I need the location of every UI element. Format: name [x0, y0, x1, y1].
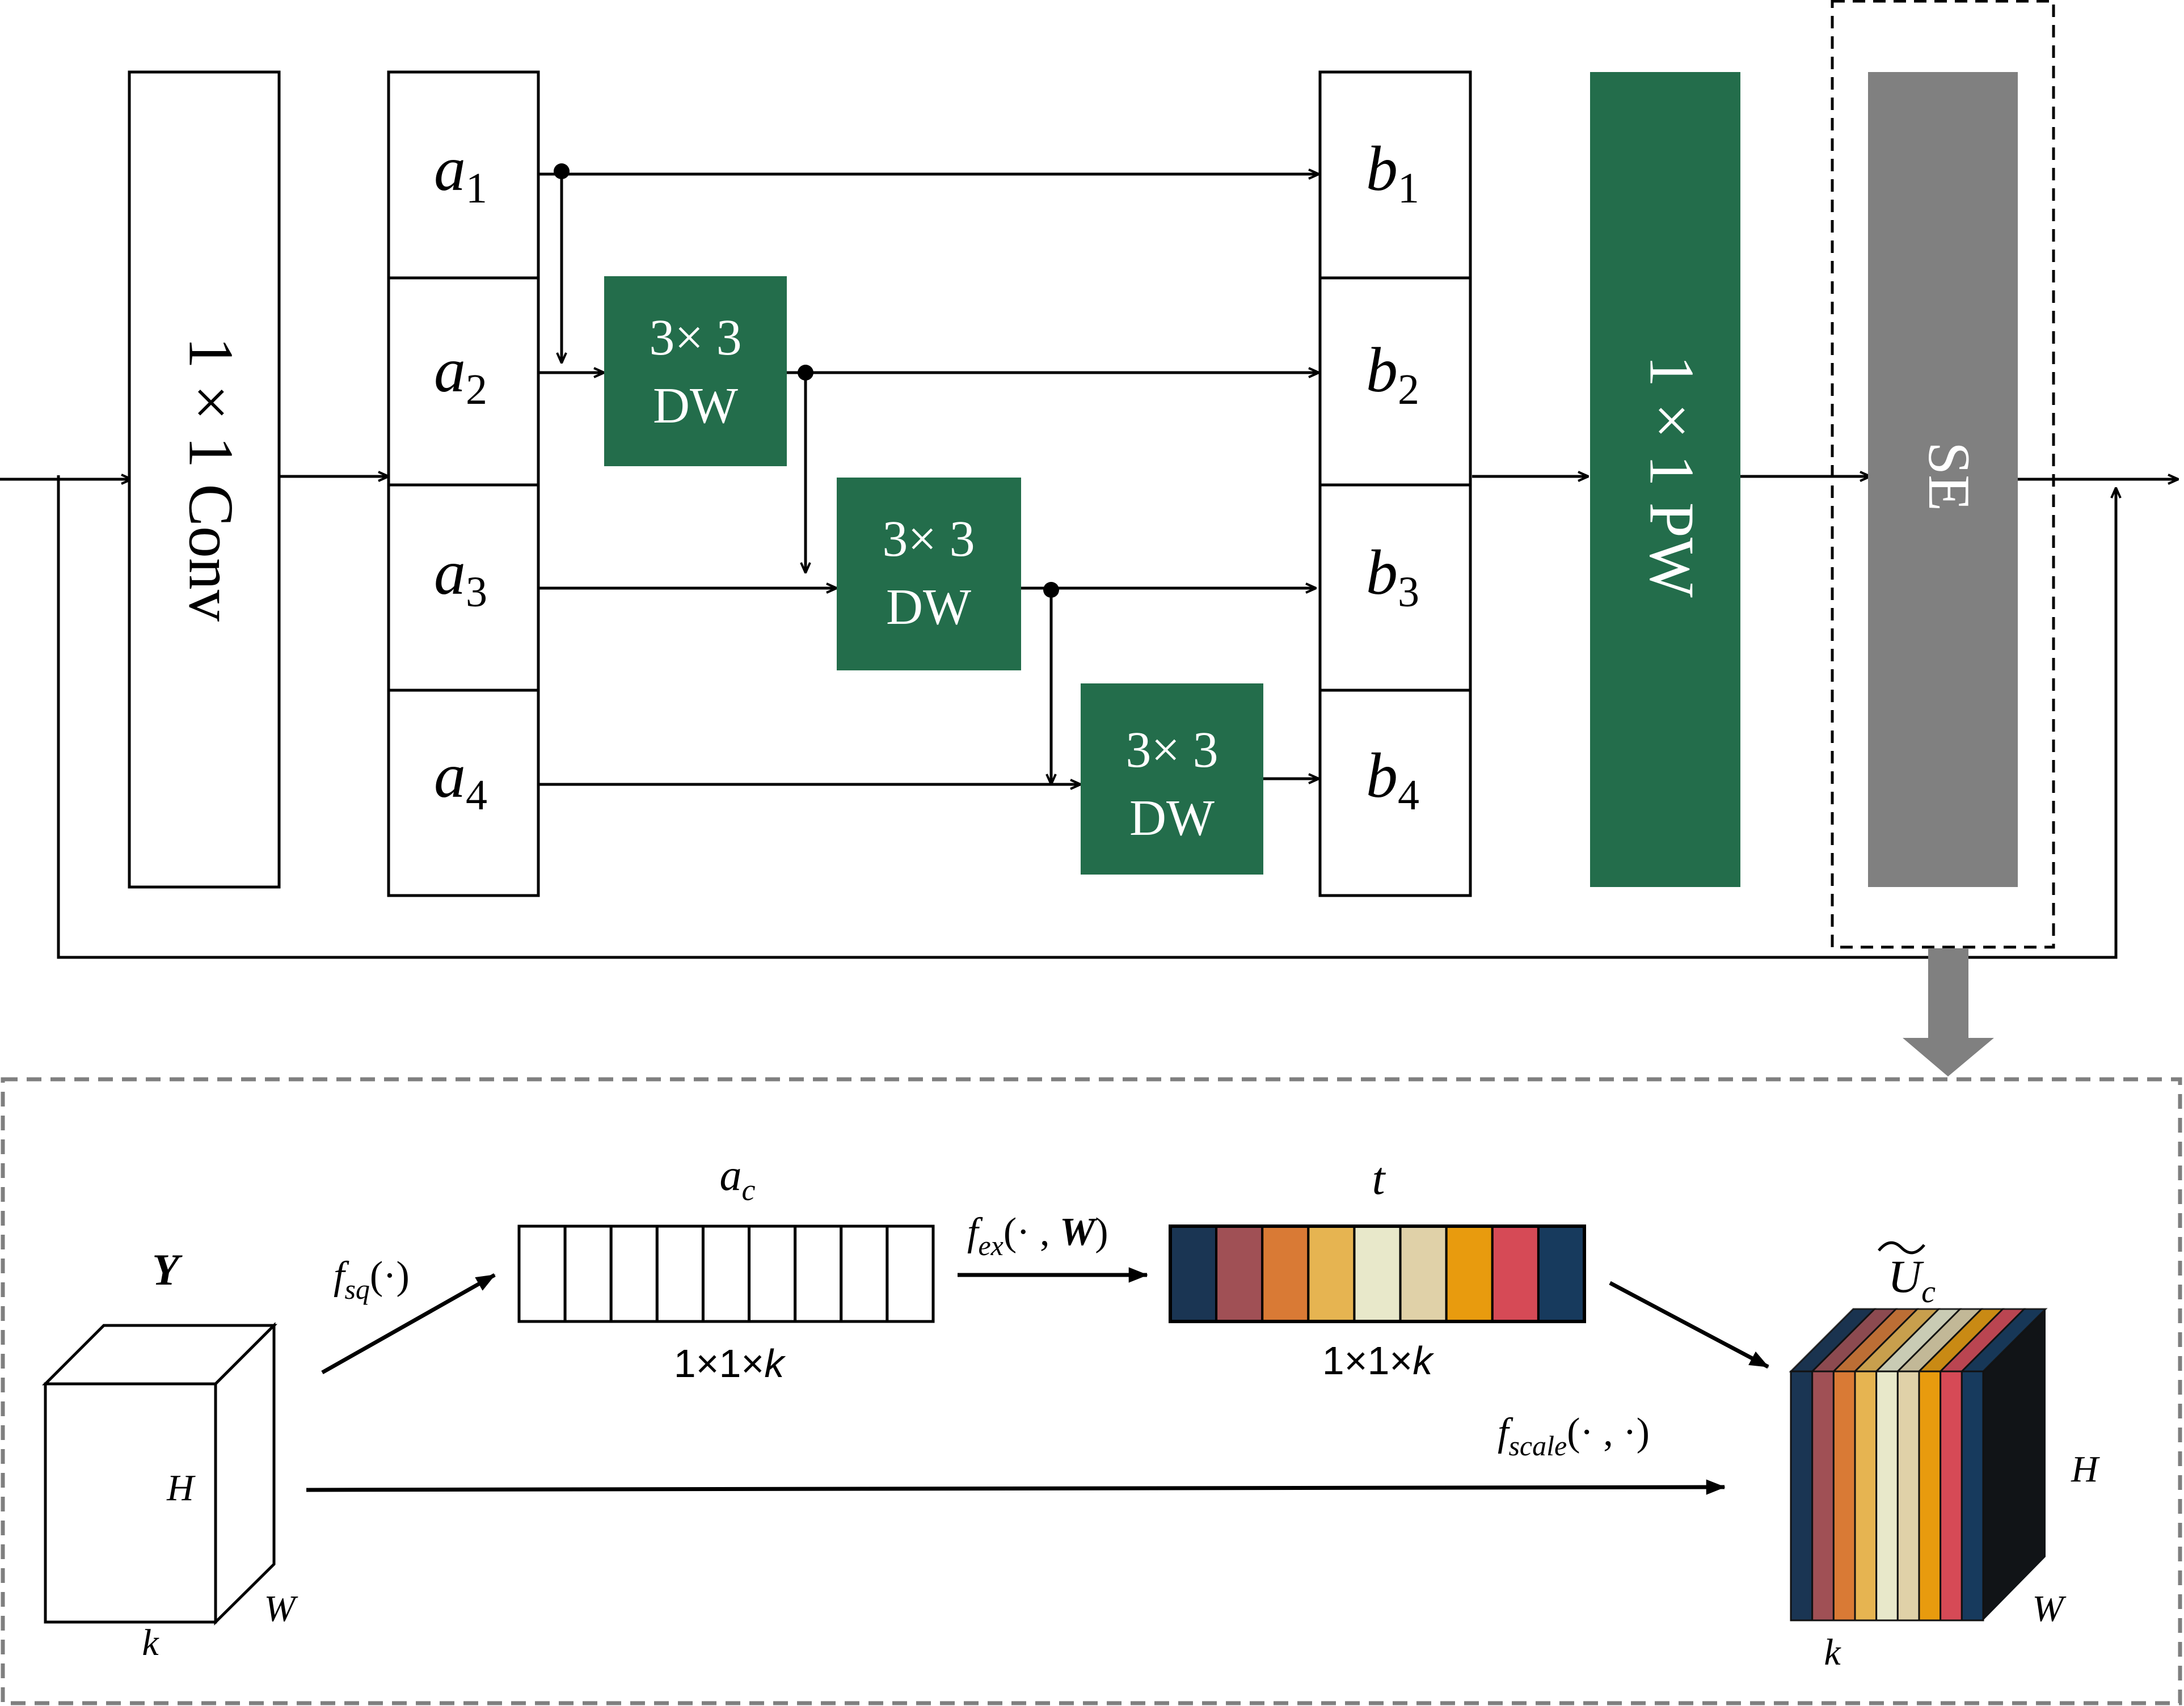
ac-cell: [840, 1224, 889, 1323]
ac-cell: [655, 1224, 705, 1323]
split-cell-b2: [1318, 276, 1472, 487]
dw-block-3-line1: 3× 3: [1125, 722, 1218, 778]
dw-block-3-line2: DW: [1129, 790, 1215, 846]
label-a3: a3: [434, 538, 487, 616]
label-b1: b1: [1366, 134, 1419, 212]
t-dims: 1×1×k: [1322, 1338, 1435, 1383]
dw-block-2-line2: DW: [886, 579, 971, 635]
t-vector-outline: [1169, 1224, 1586, 1323]
dw-block-2: [837, 478, 1021, 670]
se-detail-panel: Y H W k fsq(·) ac 1×1×k fex(· , W) t 1×1…: [1, 1077, 2182, 1705]
se-detail-frame: [1, 1077, 2182, 1705]
output-front-strip: [1854, 1370, 1878, 1621]
output-label-tilde: [1878, 1241, 1925, 1255]
split-cell-a1: [387, 70, 540, 280]
t-vector: [1169, 1224, 1586, 1323]
output-dim-k: k: [1824, 1632, 1841, 1673]
t-cell: [1445, 1225, 1494, 1323]
dw-block-2-line1: 3× 3: [882, 511, 975, 567]
t-label: t: [1372, 1152, 1386, 1204]
ac-cell: [701, 1224, 751, 1323]
output-front-strip: [1960, 1370, 1984, 1621]
t-cell: [1261, 1225, 1310, 1323]
split-input-column: a1 a2 a3 a4: [387, 70, 540, 897]
input-cube-front: [44, 1382, 217, 1624]
split-cell-a2: [387, 276, 540, 487]
output-dim-h: H: [2071, 1449, 2100, 1490]
label-b3: b3: [1366, 538, 1419, 616]
label-a2: a2: [434, 335, 487, 413]
input-dim-k: k: [142, 1622, 159, 1663]
output-cube: [1789, 1308, 2048, 1621]
t-to-output-arrow: [1609, 1281, 1769, 1369]
ac-cell: [609, 1224, 659, 1323]
dw-block-1: [604, 276, 787, 466]
conv-1x1-label: 1 × 1 Conv: [175, 337, 246, 622]
se-label: SE: [1916, 442, 1983, 512]
output-dim-w: W: [2033, 1588, 2067, 1629]
t-cell: [1307, 1225, 1356, 1323]
label-a1: a1: [434, 134, 487, 212]
ac-vector: [517, 1224, 935, 1323]
ac-label: ac: [720, 1150, 756, 1207]
scale-arrow: [306, 1479, 1726, 1495]
expand-arrow: [1903, 948, 1994, 1076]
top-block: 1 × 1 Conv a1 a2 a3 a4 b1 b2 b3 b4: [0, 0, 2178, 1076]
output-front-strip: [1918, 1370, 1942, 1621]
input-dim-h: H: [166, 1467, 196, 1509]
t-cell: [1169, 1225, 1218, 1323]
dw-block-1-line1: 3× 3: [649, 310, 741, 366]
scale-fn-label: fscale(· , ·): [1498, 1411, 1650, 1462]
dw-block-1-line2: DW: [653, 378, 738, 434]
t-cell: [1537, 1225, 1586, 1323]
pw-1x1-block: [1590, 72, 1740, 887]
t-cell: [1215, 1225, 1264, 1323]
dw-block-3: [1081, 683, 1263, 875]
split-cell-b4: [1318, 689, 1472, 897]
ac-dims: 1×1×k: [674, 1341, 786, 1386]
pw-1x1-label: 1 × 1 PW: [1636, 355, 1706, 597]
output-front-strip: [1940, 1370, 1963, 1621]
output-cube-top-strips: [1789, 1308, 2048, 1373]
output-front-strip: [1875, 1370, 1899, 1621]
t-cell: [1491, 1225, 1540, 1323]
t-cell: [1353, 1225, 1402, 1323]
input-cube: [41, 1321, 278, 1625]
ac-cell: [886, 1224, 935, 1323]
output-front-strip: [1896, 1370, 1920, 1621]
split-cell-b3: [1318, 483, 1472, 692]
residual-path: [57, 475, 2116, 959]
squeeze-arrow: [321, 1273, 496, 1375]
label-a4: a4: [434, 741, 487, 819]
se-highlight-frame: [1831, 0, 2055, 949]
output-front-strip: [1832, 1370, 1856, 1621]
ac-cell: [794, 1224, 843, 1323]
excite-fn-label: fex(· , W): [967, 1210, 1108, 1261]
output-label: Uc: [1888, 1251, 1936, 1310]
t-cell: [1399, 1225, 1448, 1323]
input-dim-w: W: [264, 1588, 298, 1629]
se-block: [1868, 72, 2018, 887]
output-top-strip: [1959, 1308, 2048, 1373]
output-cube-front: [1790, 1370, 1984, 1621]
label-b2: b2: [1366, 335, 1419, 413]
input-label-y: Y: [152, 1245, 183, 1294]
ac-cell: [748, 1224, 797, 1323]
label-b4: b4: [1366, 741, 1419, 819]
split-cell-a4: [387, 689, 540, 897]
ac-cell: [517, 1224, 567, 1323]
ac-cell: [563, 1224, 613, 1323]
output-front-strip: [1790, 1370, 1814, 1621]
conv-1x1-block: [128, 70, 281, 889]
output-cube-side: [1983, 1309, 2046, 1620]
split-output-column: b1 b2 b3 b4: [1318, 70, 1472, 897]
split-cell-b1: [1318, 70, 1472, 280]
output-front-strip: [1811, 1370, 1835, 1621]
squeeze-fn-label: fsq(·): [334, 1254, 410, 1305]
